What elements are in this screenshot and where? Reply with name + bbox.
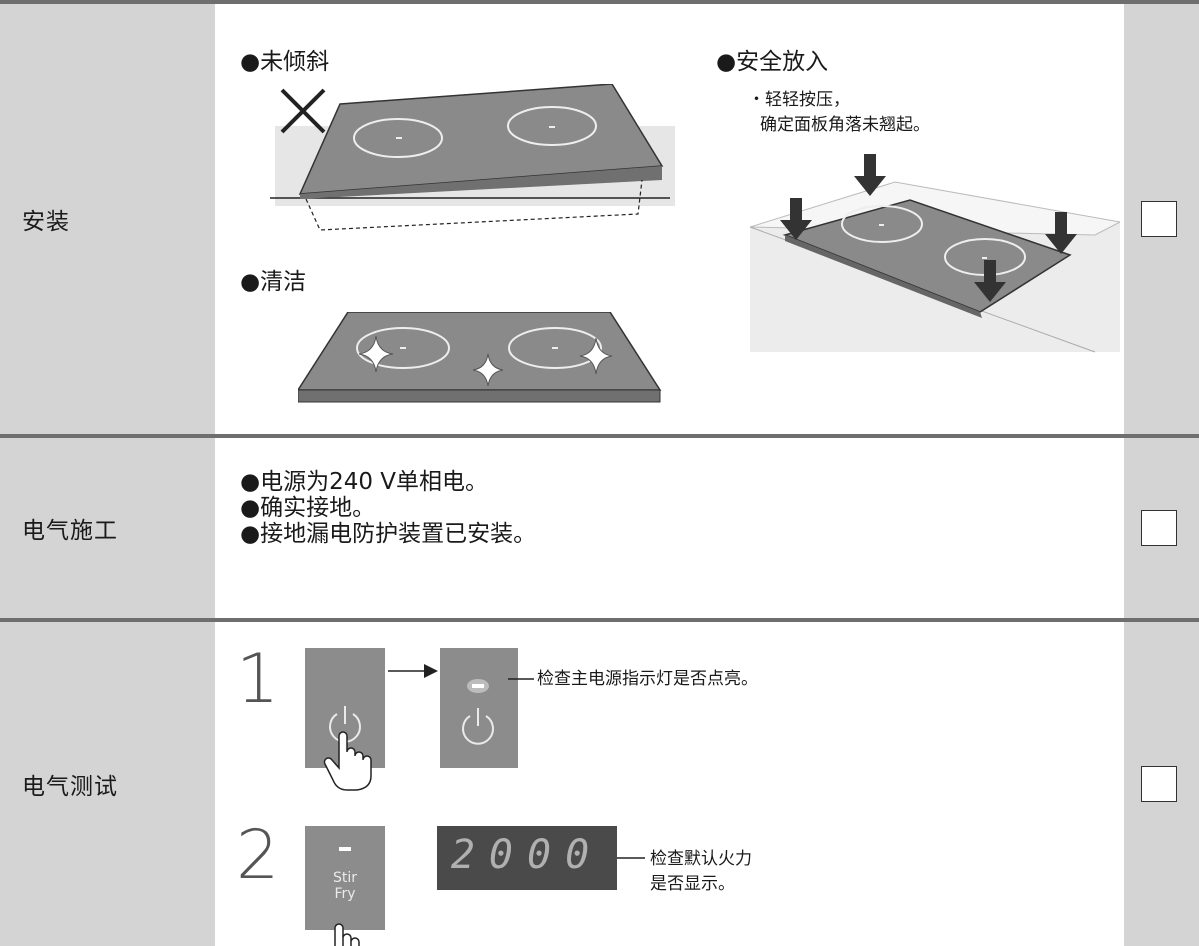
- check-cell: [1124, 4, 1199, 434]
- hand-pointer-icon: [334, 923, 360, 946]
- row-electrical-work: 电气施工 ●电源为240 V单相电。 ●确实接地。 ●接地漏电防护装置已安装。: [0, 438, 1199, 618]
- checkbox-electrical-test[interactable]: [1141, 766, 1177, 802]
- arrow-right-icon: [388, 664, 438, 678]
- table-top-border: [0, 0, 1199, 4]
- checkbox-installation[interactable]: [1141, 201, 1177, 237]
- electrical-work-list: ●电源为240 V单相电。 ●确实接地。 ●接地漏电防护装置已安装。: [240, 469, 536, 547]
- power-icon: [462, 708, 494, 745]
- heading-safe-place: ●安全放入: [716, 49, 829, 75]
- row-label: 电气测试: [22, 774, 118, 800]
- sparkle-icon: [358, 335, 613, 387]
- checkbox-electrical-work[interactable]: [1141, 510, 1177, 546]
- row-divider: [0, 618, 1199, 622]
- arrow-down-icon: [780, 154, 1077, 302]
- installed-cooktop-illustration: [750, 154, 1120, 353]
- clean-cooktop-illustration: [298, 312, 662, 403]
- power-button-on-illustration: [440, 648, 518, 768]
- row-label-cell: 电气施工: [0, 438, 215, 618]
- list-item: ●电源为240 V单相电。: [240, 469, 489, 495]
- list-item: ●确实接地。: [240, 495, 376, 521]
- step2-note-2: 是否显示。: [650, 874, 735, 894]
- stir-fry-label: Stir Fry: [332, 870, 358, 902]
- safe-place-note-2: 确定面板角落未翘起。: [760, 115, 930, 135]
- check-cell: [1124, 438, 1199, 618]
- row-divider: [0, 434, 1199, 438]
- step-number-1: 1: [236, 640, 280, 719]
- row-label-cell: 安装: [0, 4, 215, 434]
- leader-line: [508, 678, 534, 680]
- tilted-cooktop-illustration: [270, 84, 675, 231]
- safe-place-note-1: ・轻轻按压，: [748, 90, 850, 110]
- step-number-2: 2: [236, 816, 280, 895]
- power-button-illustration: [305, 648, 385, 791]
- stir-fry-button[interactable]: Stir Fry: [305, 826, 385, 930]
- row-label: 安装: [22, 209, 70, 235]
- step1-note: 检查主电源指示灯是否点亮。: [537, 669, 758, 689]
- cross-icon: [280, 88, 326, 134]
- check-cell: [1124, 622, 1199, 946]
- hand-pointer-icon: [323, 731, 372, 791]
- heading-not-tilted: ●未倾斜: [240, 49, 330, 75]
- leader-line: [617, 857, 645, 859]
- heading-clean: ●清洁: [240, 269, 307, 295]
- indicator-light: [339, 847, 351, 851]
- row-label: 电气施工: [22, 518, 118, 544]
- row-installation: 安装 ●未倾斜 ●清洁: [0, 4, 1199, 434]
- step2-note-1: 检查默认火力: [650, 849, 752, 869]
- list-item: ●接地漏电防护装置已安装。: [240, 521, 537, 547]
- row-electrical-test: 电气测试 1: [0, 622, 1199, 946]
- power-level-display: 2000: [437, 826, 617, 890]
- row-label-cell: 电气测试: [0, 622, 215, 946]
